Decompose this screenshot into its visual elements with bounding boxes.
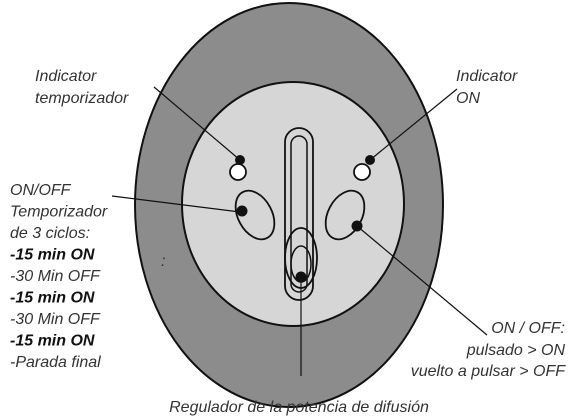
callout-line-on-indicator [369, 88, 458, 161]
label-indicator-on-line2: ON [456, 90, 480, 107]
callout-line-timer-indicator [153, 86, 241, 161]
label-timer-button-line-1: ON/OFF [10, 182, 72, 199]
label-timer-button-line-4: -15 min ON [10, 247, 95, 264]
label-timer-button-line-9: -Parada final [10, 354, 101, 371]
callout-line-power-button [356, 225, 488, 336]
label-timer-button-line-8: -15 min ON [10, 333, 95, 350]
label-timer-button-line-3: de 3 ciclos: [10, 225, 90, 242]
device-body [134, 2, 444, 408]
slider-track-outer [284, 127, 314, 301]
dot-on-indicator [365, 155, 375, 165]
label-timer-button-line-6: -15 min ON [10, 290, 95, 307]
label-diffusion-regulator: Regulador de la potencia de difusión [169, 399, 429, 416]
label-power-button-line3: vuelto a pulsar > OFF [411, 363, 567, 380]
timer-indicator-light [229, 163, 247, 181]
dot-power-button [351, 220, 363, 232]
callout-line-timer-button [111, 195, 241, 213]
label-power-button-line1: ON / OFF: [491, 320, 565, 337]
callout-lines [111, 86, 488, 376]
label-timer-button-line-7: -30 Min OFF [10, 311, 101, 328]
timer-button[interactable] [228, 184, 282, 246]
control-panel [181, 81, 405, 327]
dot-timer-button [236, 205, 248, 217]
slider-track-inner [290, 135, 308, 293]
on-indicator-light [353, 163, 371, 181]
label-colon-mark: : [161, 253, 165, 270]
dot-timer-indicator [235, 155, 245, 165]
label-indicator-timer-line1: Indicator [35, 68, 97, 85]
callout-dots [235, 155, 375, 283]
label-timer-button-line-2: Temporizador [10, 204, 108, 221]
label-power-button-line2: pulsado > ON [466, 342, 566, 359]
dot-regulator [295, 271, 307, 283]
label-timer-button-line-5: -30 Min OFF [10, 268, 101, 285]
label-timer-button: ON/OFF Temporizador de 3 ciclos: -15 min ON… [10, 182, 108, 371]
label-indicator-timer-line2: temporizador [35, 90, 129, 107]
label-indicator-on-line1: Indicator [456, 68, 518, 85]
